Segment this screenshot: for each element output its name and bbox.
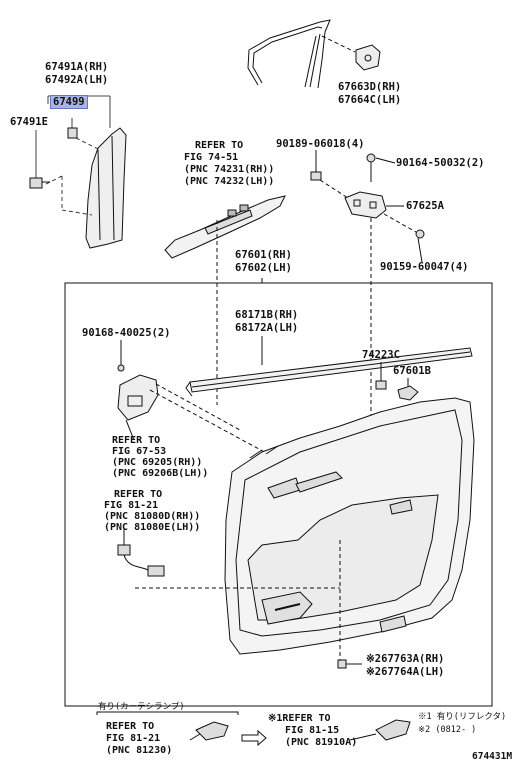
ref-fig81c-line2: FIG 81-15	[285, 725, 340, 736]
label-90168: 90168-40025(2)	[82, 327, 171, 339]
assembly-frame	[64, 282, 493, 707]
label-67491A: 67491A(RH)	[45, 61, 109, 73]
screw-90159	[383, 213, 425, 263]
ref-fig81b-heading: 有り(カーテシランプ)	[98, 702, 185, 712]
label-67764A: ※267764A(LH)	[366, 666, 445, 678]
ref-fig67-line4: (PNC 69206B(LH))	[112, 468, 209, 479]
label-67763A: ※267763A(RH)	[366, 653, 445, 665]
ref-fig67-line1: REFER TO	[112, 435, 161, 446]
clip-90168	[117, 340, 125, 372]
label-67602: 67602(LH)	[235, 262, 292, 274]
diagram-id: 674431M	[472, 751, 513, 762]
ref-fig81c-line3: (PNC 81910A)	[285, 737, 358, 748]
label-67601B: 67601B	[393, 365, 431, 377]
ref-fig74-line2: FIG 74-51	[184, 152, 239, 163]
pin-trim-2	[265, 445, 279, 455]
ref-fig81c-line1: ※1REFER TO	[268, 713, 331, 724]
clip-67491E	[29, 177, 50, 189]
ref-fig81a-line2: FIG 81-21	[104, 500, 159, 511]
window-frame-moulding	[247, 19, 331, 89]
label-67491E: 67491E	[10, 116, 48, 128]
nut-90189	[310, 171, 322, 181]
clip-67601B	[397, 378, 419, 401]
label-67663D: 67663D(RH)	[338, 81, 402, 93]
ref-fig81a-line4: (PNC 81080E(LH))	[104, 522, 201, 533]
ref-fig74-line1: REFER TO	[195, 140, 244, 151]
label-90164: 90164-50032(2)	[396, 157, 485, 169]
pillar-garnish	[85, 127, 127, 249]
ref-fig74-line3: (PNC 74231(RH))	[184, 164, 275, 175]
label-67625A: 67625A	[406, 200, 444, 212]
ref-fig81a-line1: REFER TO	[114, 489, 163, 500]
ref-fig81b-line3: (PNC 81230)	[106, 745, 173, 756]
label-67601: 67601(RH)	[235, 249, 292, 261]
reflector-67763A	[337, 615, 407, 669]
label-90189: 90189-06018(4)	[276, 138, 365, 150]
label-68171B: 68171B(RH)	[235, 309, 299, 321]
ref-fig74-line4: (PNC 74232(LH))	[184, 176, 275, 187]
courtesy-lamp-harness	[117, 528, 165, 577]
note-2: ※2 (0812- )	[418, 725, 477, 735]
bottom-lamp-row	[96, 711, 411, 747]
label-67492A: 67492A(LH)	[45, 74, 109, 86]
clip-67499	[67, 127, 78, 139]
screw-90164	[366, 153, 396, 182]
label-90159: 90159-60047(4)	[380, 261, 469, 273]
ref-fig81a-line3: (PNC 81080D(RH))	[104, 511, 201, 522]
label-67499-highlighted[interactable]: 67499	[50, 95, 88, 109]
label-68172A: 68172A(LH)	[235, 322, 299, 334]
ref-fig81b-line2: FIG 81-21	[106, 733, 161, 744]
inside-handle-assy	[117, 374, 271, 456]
label-67664C: 67664C(LH)	[338, 94, 402, 106]
ref-fig67-line2: FIG 67-53	[112, 446, 167, 457]
clip-74223C	[375, 380, 387, 390]
belt-weatherstrip	[185, 336, 473, 397]
door-trim-board	[224, 397, 475, 655]
label-74223C: 74223C	[362, 349, 400, 361]
ref-fig81b-line1: REFER TO	[106, 721, 155, 732]
bracket-67663D	[321, 35, 381, 71]
note-1: ※1 有り(リフレクタ)	[418, 712, 507, 722]
pin-trim	[249, 449, 263, 459]
ref-fig67-line3: (PNC 69205(RH))	[112, 457, 203, 468]
